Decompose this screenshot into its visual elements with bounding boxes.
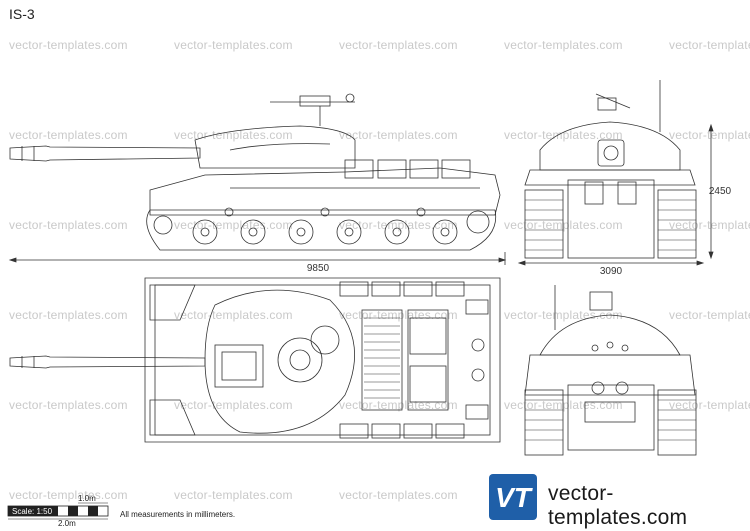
front-right-track: [657, 189, 697, 259]
watermark: vector-templates.com: [669, 128, 750, 142]
watermark-row: vector-templates.com vector-templates.com…: [0, 306, 750, 324]
watermark: vector-templates.com: [174, 398, 293, 412]
watermark: vector-templates.com: [174, 38, 293, 52]
height-label: 2450: [709, 186, 732, 197]
top-engine-deck: [361, 309, 403, 411]
scale-label: Scale: 1:50: [12, 507, 53, 516]
side-view: [9, 93, 501, 251]
watermark: vector-templates.com: [9, 398, 128, 412]
watermark-row: vector-templates.com vector-templates.com…: [0, 126, 750, 144]
watermark: vector-templates.com: [339, 308, 458, 322]
watermark: vector-templates.com: [669, 38, 750, 52]
side-fuel-tank: [377, 159, 407, 179]
width-dimension: [517, 260, 705, 266]
side-turret: [194, 125, 356, 169]
watermark: vector-templates.com: [9, 38, 128, 52]
watermark: vector-templates.com: [9, 488, 128, 502]
watermark: vector-templates.com: [669, 398, 750, 412]
scale-1m-label: 1.0m: [78, 494, 96, 503]
top-view: [9, 277, 501, 443]
scale-2m-label: 2.0m: [58, 519, 76, 528]
side-track: [146, 209, 497, 251]
watermark-row: vector-templates.com vector-templates.com…: [0, 36, 750, 54]
side-fuel-tank: [409, 159, 439, 179]
watermark: vector-templates.com: [9, 218, 128, 232]
brand-logo[interactable]: VT: [489, 474, 537, 520]
watermark: vector-templates.com: [339, 128, 458, 142]
side-road-wheel: [432, 219, 458, 245]
watermark: vector-templates.com: [339, 38, 458, 52]
watermark: vector-templates.com: [174, 128, 293, 142]
watermark-row: vector-templates.com vector-templates.com…: [0, 396, 750, 414]
side-road-wheel: [384, 219, 410, 245]
side-road-wheel: [288, 219, 314, 245]
side-drive-sprocket: [466, 210, 490, 234]
side-machine-gun: [270, 93, 355, 126]
watermark: vector-templates.com: [9, 128, 128, 142]
front-view: [524, 80, 697, 259]
watermark: vector-templates.com: [174, 488, 293, 502]
rear-view: [524, 285, 697, 456]
watermark: vector-templates.com: [339, 488, 458, 502]
top-turret: [204, 289, 355, 434]
watermark: vector-templates.com: [504, 38, 623, 52]
side-hull: [149, 167, 501, 216]
watermark: vector-templates.com: [669, 218, 750, 232]
side-idler-wheel: [153, 215, 173, 235]
rear-right-track: [657, 389, 697, 456]
front-hull: [524, 169, 696, 186]
front-left-track: [524, 189, 564, 259]
front-machine-gun: [597, 97, 617, 111]
length-dimension: [8, 252, 507, 265]
side-road-wheel: [192, 219, 218, 245]
watermark: vector-templates.com: [339, 218, 458, 232]
watermark: vector-templates.com: [504, 128, 623, 142]
rear-machine-gun: [589, 291, 613, 311]
rear-turret: [539, 314, 681, 356]
watermark: vector-templates.com: [339, 398, 458, 412]
rear-hull: [524, 354, 696, 396]
length-label: 9850: [307, 263, 330, 274]
side-road-wheel: [240, 219, 266, 245]
side-gun-barrel: [9, 145, 201, 162]
rear-left-track: [524, 389, 564, 456]
watermark: vector-templates.com: [174, 308, 293, 322]
watermark: vector-templates.com: [669, 308, 750, 322]
top-gun-barrel: [9, 355, 206, 369]
top-hull-outline: [144, 277, 501, 443]
side-fuel-tank: [344, 159, 374, 179]
watermark: vector-templates.com: [504, 308, 623, 322]
side-fuel-tank: [441, 159, 471, 179]
width-label: 3090: [600, 266, 623, 277]
front-turret: [539, 121, 681, 171]
scale-bar: [7, 502, 109, 520]
height-dimension: [708, 123, 714, 260]
brand-name[interactable]: vector-templates.com: [548, 482, 688, 529]
watermark-row: vector-templates.com vector-templates.com…: [0, 486, 750, 504]
side-road-wheel: [336, 219, 362, 245]
page-title: IS-3: [9, 6, 35, 22]
brand-logo-text: VT: [495, 482, 534, 513]
measurement-note: All measurements in millimeters.: [120, 510, 236, 519]
watermark: vector-templates.com: [9, 308, 128, 322]
